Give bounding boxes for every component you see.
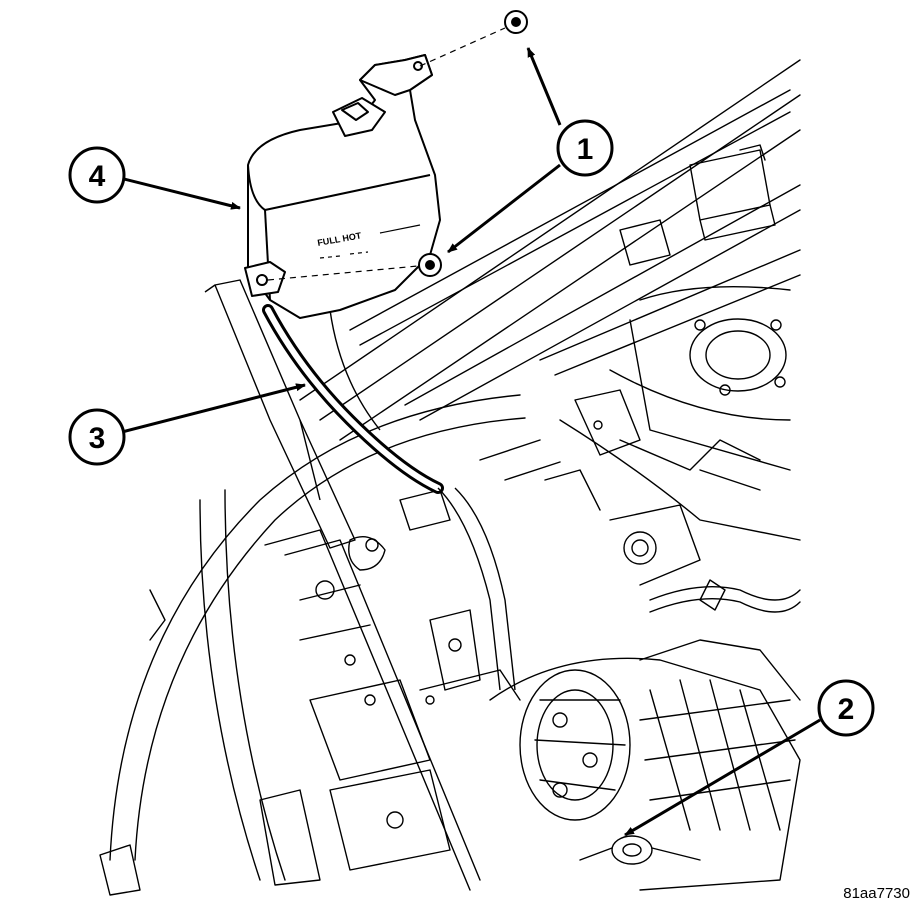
mounting-screw-upper xyxy=(504,10,528,34)
reservoir-mounting-bracket xyxy=(204,279,356,549)
callout-1: 1 xyxy=(556,119,614,177)
image-reference-code: 81aa7730 xyxy=(843,885,910,902)
engine-compartment-linework xyxy=(99,59,801,896)
callout-leader-lines xyxy=(119,47,821,837)
callout-3-label: 3 xyxy=(89,422,106,455)
callout-2: 2 xyxy=(817,679,875,737)
callout-1-label: 1 xyxy=(577,133,594,166)
callout-4-label: 4 xyxy=(89,160,106,193)
callout-2-label: 2 xyxy=(838,693,855,726)
mounting-screw-lower xyxy=(418,253,442,277)
callout-3: 3 xyxy=(68,408,126,466)
callout-4: 4 xyxy=(68,146,126,204)
coolant-reservoir xyxy=(244,54,441,319)
overflow-hose xyxy=(262,304,516,691)
screw-alignment-lines xyxy=(267,27,506,281)
